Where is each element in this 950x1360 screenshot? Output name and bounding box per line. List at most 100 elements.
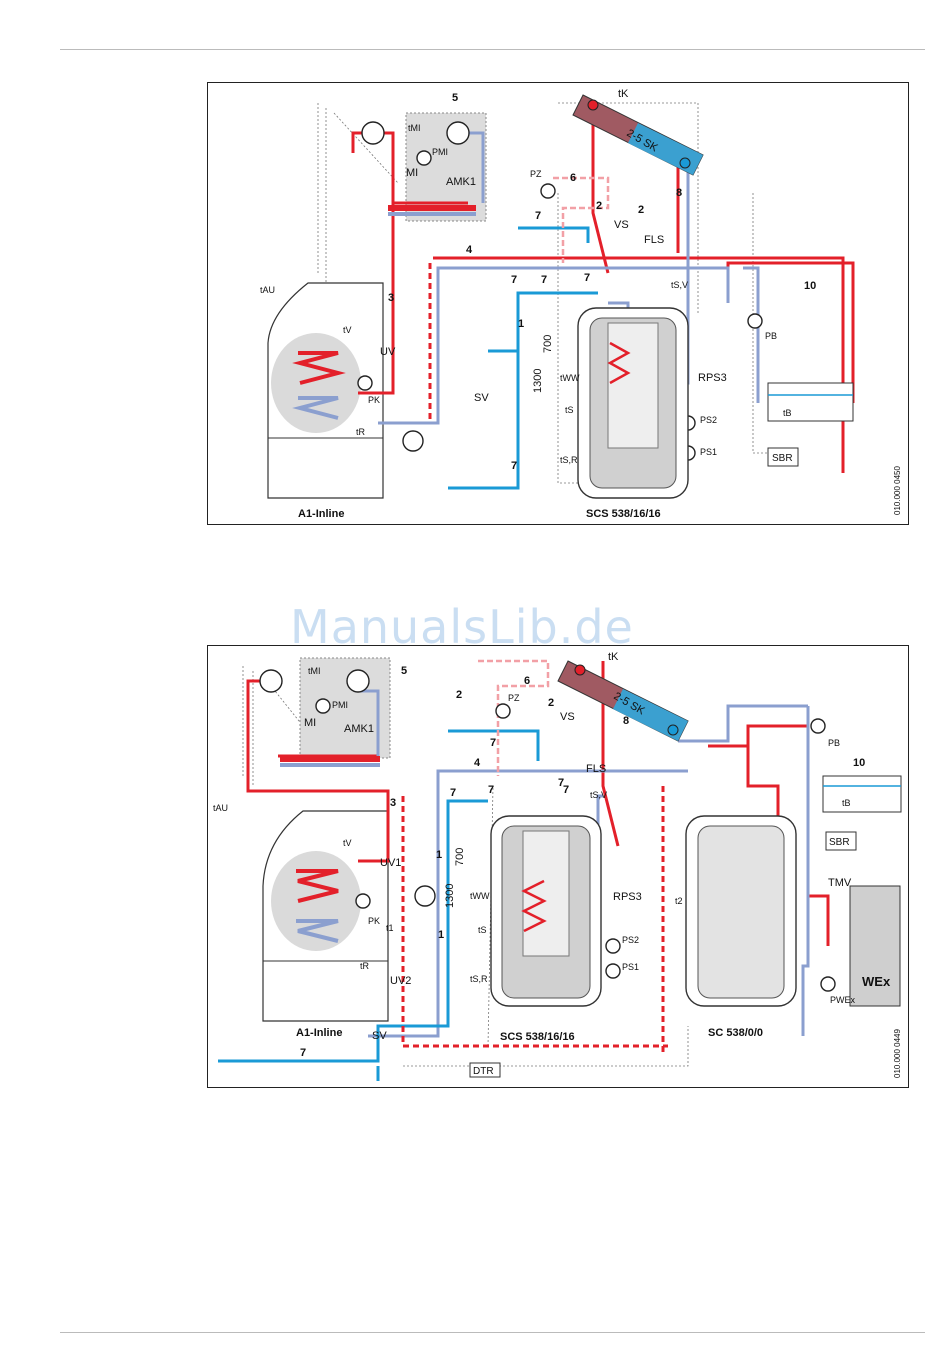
label-tww: tWW (470, 891, 490, 901)
label-4: 4 (466, 244, 473, 256)
label-tb: tB (842, 798, 851, 808)
label-1: 1 (518, 318, 524, 330)
label-sbr: SBR (829, 837, 850, 848)
diagram-solar-scs-sc-system: 5 6 4 3 8 10 1 1 2 2 7 7 7 7 7 7 2-5 SK … (207, 645, 909, 1088)
label-t2: t2 (675, 896, 683, 906)
dim-700: 700 (454, 848, 466, 866)
label-sv: SV (372, 1030, 387, 1042)
label-pmi: PMI (332, 700, 348, 710)
label-tmi: tMI (408, 123, 421, 133)
boiler-label: A1-Inline (298, 508, 344, 520)
tank2-label: SC 538/0/0 (708, 1027, 763, 1039)
label-pz: PZ (530, 169, 542, 179)
label-1a: 1 (438, 929, 444, 941)
label-wex: WEx (862, 974, 891, 989)
tank1-label: SCS 538/16/16 (500, 1031, 575, 1043)
label-tv: tV (343, 325, 352, 335)
label-ts: tS (565, 405, 574, 415)
label-tr: tR (360, 961, 370, 971)
label-sbr: SBR (772, 453, 793, 464)
label-vs: VS (614, 219, 629, 231)
label-tb: tB (783, 408, 792, 418)
bottom-rule (60, 1332, 925, 1333)
label-tsr: tS,R (560, 455, 578, 465)
tank-scs (577, 307, 689, 499)
label-tv: tV (343, 838, 352, 848)
label-tmv: TMV (828, 877, 852, 889)
label-pz: PZ (508, 693, 520, 703)
diagram-solar-scs-system: 5 6 4 3 8 10 1 2 2 7 7 7 7 7 2-5 SK tK t… (207, 82, 909, 525)
label-2a: 2 (596, 200, 602, 212)
label-7b: 7 (450, 787, 456, 799)
label-tk: tK (618, 88, 629, 100)
boiler-a1-inline (262, 810, 389, 1022)
label-7c: 7 (488, 784, 494, 796)
dim-1300: 1300 (532, 369, 544, 393)
label-5: 5 (452, 92, 458, 104)
boiler-a1-inline (267, 282, 384, 499)
label-7e: 7 (511, 460, 517, 472)
top-rule (60, 49, 925, 50)
label-uv: UV (380, 346, 396, 358)
label-tau: tAU (260, 285, 275, 295)
drawing-code: 010.000 0449 (893, 1029, 902, 1078)
tank-label: SCS 538/16/16 (586, 508, 661, 520)
label-tsr: tS,R (470, 974, 488, 984)
label-tmi: tMI (308, 666, 321, 676)
label-1b: 1 (436, 849, 442, 861)
label-7c: 7 (541, 274, 547, 286)
label-10: 10 (853, 757, 865, 769)
label-8: 8 (676, 187, 682, 199)
solar-collector (557, 660, 689, 742)
label-6: 6 (570, 172, 576, 184)
label-mi: MI (406, 167, 418, 179)
label-tr: tR (356, 427, 366, 437)
label-amk1: AMK1 (446, 176, 476, 188)
heat-meter-2 (446, 121, 470, 145)
label-fls: FLS (644, 234, 664, 246)
label-10: 10 (804, 280, 816, 292)
label-ps1: PS1 (700, 447, 717, 457)
label-ps2: PS2 (622, 935, 639, 945)
label-pb: PB (765, 331, 777, 341)
mixer-module-amk1 (299, 657, 391, 759)
label-2b: 2 (548, 697, 554, 709)
label-3: 3 (390, 797, 396, 809)
label-7a: 7 (490, 737, 496, 749)
label-pwex: PWEx (830, 995, 856, 1005)
label-dtr: DTR (473, 1066, 494, 1077)
label-sv: SV (474, 392, 489, 404)
label-5: 5 (401, 665, 407, 677)
label-ps1: PS1 (622, 962, 639, 972)
label-3: 3 (388, 292, 394, 304)
heat-meter-1 (361, 121, 385, 145)
label-pmi: PMI (432, 147, 448, 157)
tank-sc (685, 815, 797, 1007)
label-t1: t1 (386, 923, 394, 933)
solar-collector (572, 94, 704, 176)
label-rps3: RPS3 (698, 372, 727, 384)
label-vs: VS (560, 711, 575, 723)
label-7d: 7 (584, 272, 590, 284)
tank-scs (490, 815, 602, 1007)
label-tsv: tS,V (590, 790, 607, 800)
label-7a: 7 (535, 210, 541, 222)
label-pk: PK (368, 916, 380, 926)
boiler-label: A1-Inline (296, 1027, 342, 1039)
label-mi: MI (304, 717, 316, 729)
label-4: 4 (474, 757, 481, 769)
label-uv2: UV2 (390, 975, 411, 987)
dim-1300: 1300 (444, 884, 456, 908)
label-tsv: tS,V (671, 280, 688, 290)
label-2a: 2 (456, 689, 462, 701)
label-2b: 2 (638, 204, 644, 216)
label-6: 6 (524, 675, 530, 687)
heat-meter-2 (346, 669, 370, 693)
label-uv1: UV1 (380, 857, 401, 869)
label-amk1: AMK1 (344, 723, 374, 735)
label-7f: 7 (558, 777, 564, 789)
label-7d: 7 (563, 784, 569, 796)
heat-meter-1 (259, 669, 283, 693)
label-ts: tS (478, 925, 487, 935)
label-pk: PK (368, 395, 380, 405)
